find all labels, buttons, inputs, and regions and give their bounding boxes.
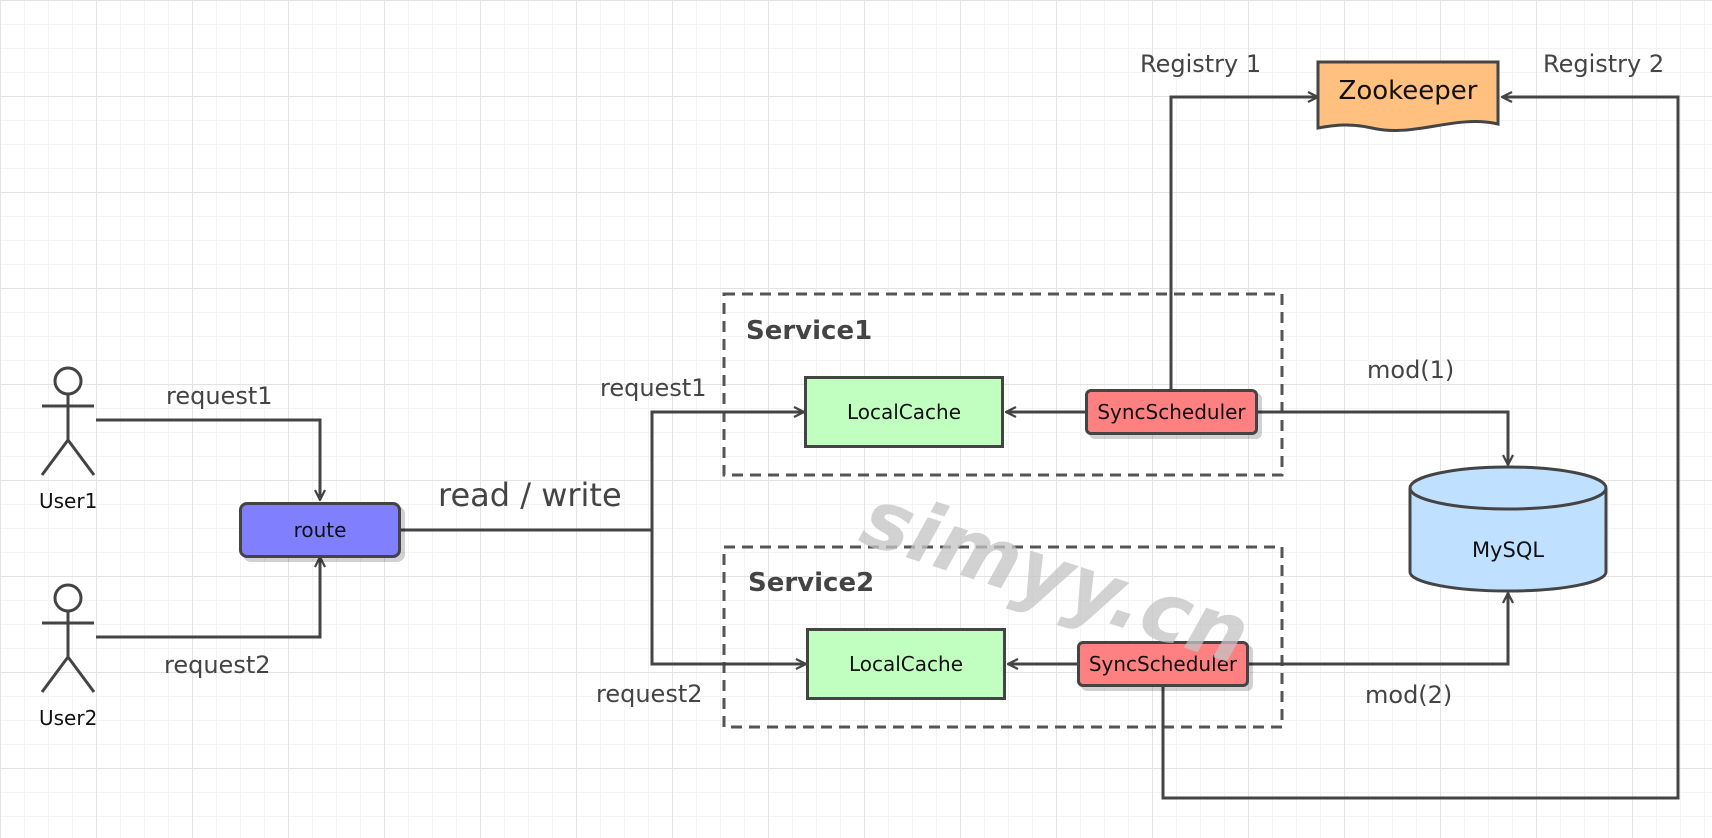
- edge-label-read-write: read / write: [438, 476, 622, 514]
- service1-localcache-node[interactable]: LocalCache: [804, 376, 1004, 448]
- edge-label-registry1: Registry 1: [1140, 50, 1262, 78]
- mysql-label: MySQL: [1471, 538, 1545, 562]
- edge-request1-cache1: [650, 412, 804, 530]
- service1-localcache-label: LocalCache: [846, 400, 962, 424]
- zookeeper-node: [1316, 60, 1500, 132]
- edge-user1-route: [96, 418, 320, 500]
- user1-actor-icon: [40, 366, 96, 476]
- edge-label-mod2: mod(2): [1365, 681, 1453, 709]
- service1-syncscheduler-label: SyncScheduler: [1097, 400, 1246, 424]
- edge-label-mod1: mod(1): [1367, 356, 1455, 384]
- route-label: route: [293, 518, 347, 542]
- user1-label: User1: [39, 489, 98, 513]
- edge-user2-route: [96, 557, 320, 639]
- edge-label-request2-left: request2: [164, 651, 271, 679]
- mysql-database-icon: [1408, 465, 1608, 593]
- service1-group: [722, 292, 1284, 477]
- service2-syncscheduler-node[interactable]: SyncScheduler: [1077, 641, 1249, 687]
- service2-title: Service2: [748, 568, 875, 598]
- edge-label-request2-right: request2: [596, 680, 703, 708]
- edge-label-request1-right: request1: [600, 374, 707, 402]
- service2-syncscheduler-label: SyncScheduler: [1088, 652, 1238, 676]
- edge-registry2: [1161, 97, 1680, 800]
- edge-label-request1-left: request1: [166, 382, 273, 410]
- service2-localcache-label: LocalCache: [848, 652, 964, 676]
- route-node[interactable]: route: [239, 502, 401, 558]
- service1-title: Service1: [746, 316, 873, 346]
- edge-label-registry2: Registry 2: [1543, 50, 1665, 78]
- service2-localcache-node[interactable]: LocalCache: [806, 628, 1006, 700]
- edge-registry1: [1169, 97, 1318, 389]
- service2-group: [722, 545, 1284, 729]
- user2-actor-icon: [40, 583, 96, 693]
- user2-label: User2: [39, 706, 98, 730]
- edge-mod2: [1249, 593, 1508, 666]
- edge-mod1: [1258, 410, 1508, 465]
- zookeeper-label: Zookeeper: [1338, 76, 1478, 106]
- service1-syncscheduler-node[interactable]: SyncScheduler: [1085, 389, 1258, 435]
- edge-request2-cache2: [650, 530, 806, 664]
